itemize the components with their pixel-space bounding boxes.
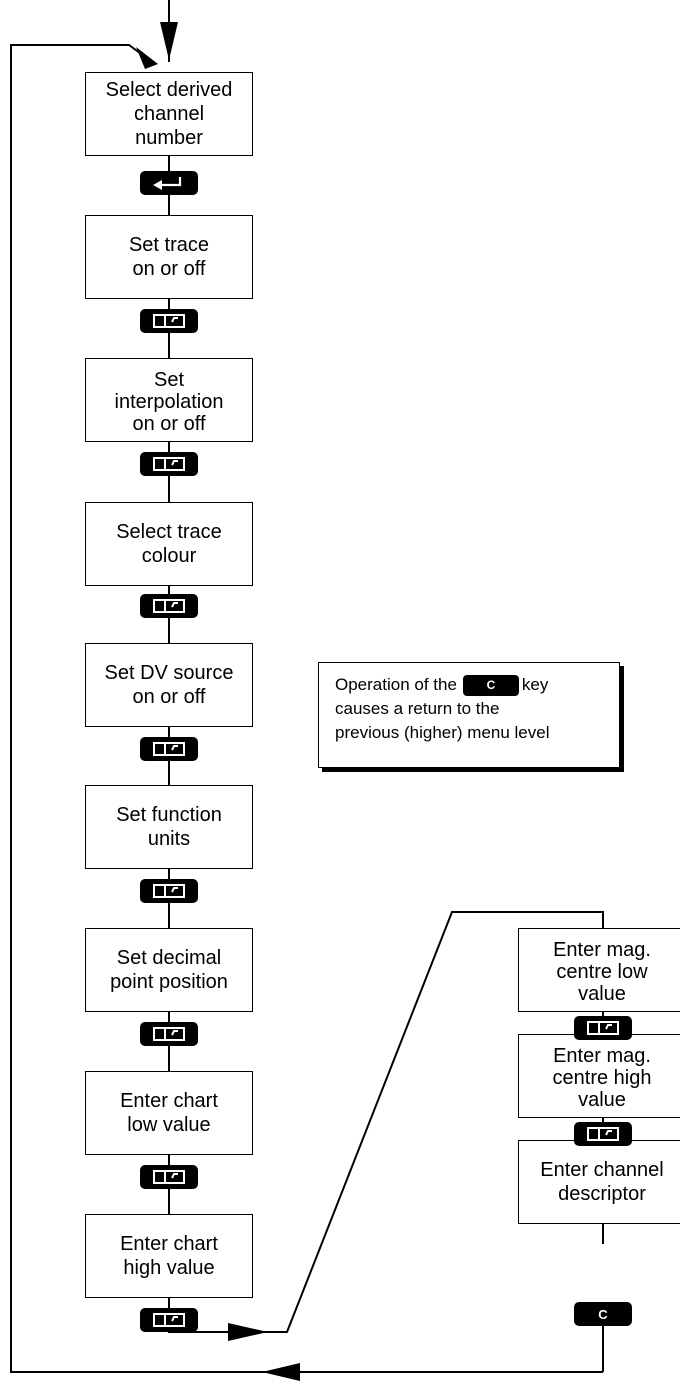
page-key — [140, 309, 198, 333]
step-enter-chart-high: Enter chart high value — [85, 1214, 253, 1298]
step-enter-chart-low: Enter chart low value — [85, 1071, 253, 1155]
step-set-trace: Set trace on or off — [85, 215, 253, 299]
step-set-decimal-point: Set decimal point position — [85, 928, 253, 1012]
note-line-2: causes a return to the — [335, 699, 500, 718]
step-set-interpolation: Set interpolation on or off — [85, 358, 253, 442]
page-key — [140, 594, 198, 618]
page-icon — [153, 884, 185, 898]
page-key — [140, 1165, 198, 1189]
loop-back-connector — [10, 44, 293, 1373]
enter-key — [140, 171, 198, 195]
clear-key-label: C — [598, 1306, 608, 1322]
note-text-before-key: Operation of the — [335, 675, 457, 694]
page-key — [140, 879, 198, 903]
page-icon — [587, 1127, 619, 1141]
page-icon — [153, 742, 185, 756]
page-icon — [153, 1313, 185, 1327]
step-select-trace-colour: Select trace colour — [85, 502, 253, 586]
arrowhead — [160, 22, 178, 60]
page-key — [574, 1122, 632, 1146]
step-enter-mag-centre-low: Enter mag. centre low value — [518, 928, 680, 1012]
page-icon — [153, 599, 185, 613]
page-key — [140, 452, 198, 476]
note-text-after-key: key — [521, 675, 549, 694]
page-icon — [587, 1021, 619, 1035]
page-key — [140, 1308, 198, 1332]
arrowhead — [228, 1323, 268, 1341]
page-key — [574, 1016, 632, 1040]
page-icon — [153, 1170, 185, 1184]
clear-key: C — [574, 1302, 632, 1326]
page-icon — [153, 457, 185, 471]
step-set-function-units: Set function units — [85, 785, 253, 869]
page-icon — [153, 314, 185, 328]
step-select-derived-channel: Select derived channel number — [85, 72, 253, 156]
note-line-3: previous (higher) menu level — [335, 723, 550, 742]
page-key — [140, 1022, 198, 1046]
step-enter-channel-descriptor: Enter channel descriptor — [518, 1140, 680, 1224]
arrowhead — [136, 47, 158, 69]
enter-arrow-icon — [153, 177, 182, 190]
note-clear-key: C — [462, 675, 519, 697]
step-set-dv-source: Set DV source on or off — [85, 643, 253, 727]
step-enter-mag-centre-high: Enter mag. centre high value — [518, 1034, 680, 1118]
arrowhead — [262, 1363, 300, 1381]
page-key — [140, 737, 198, 761]
page-icon — [153, 1027, 185, 1041]
